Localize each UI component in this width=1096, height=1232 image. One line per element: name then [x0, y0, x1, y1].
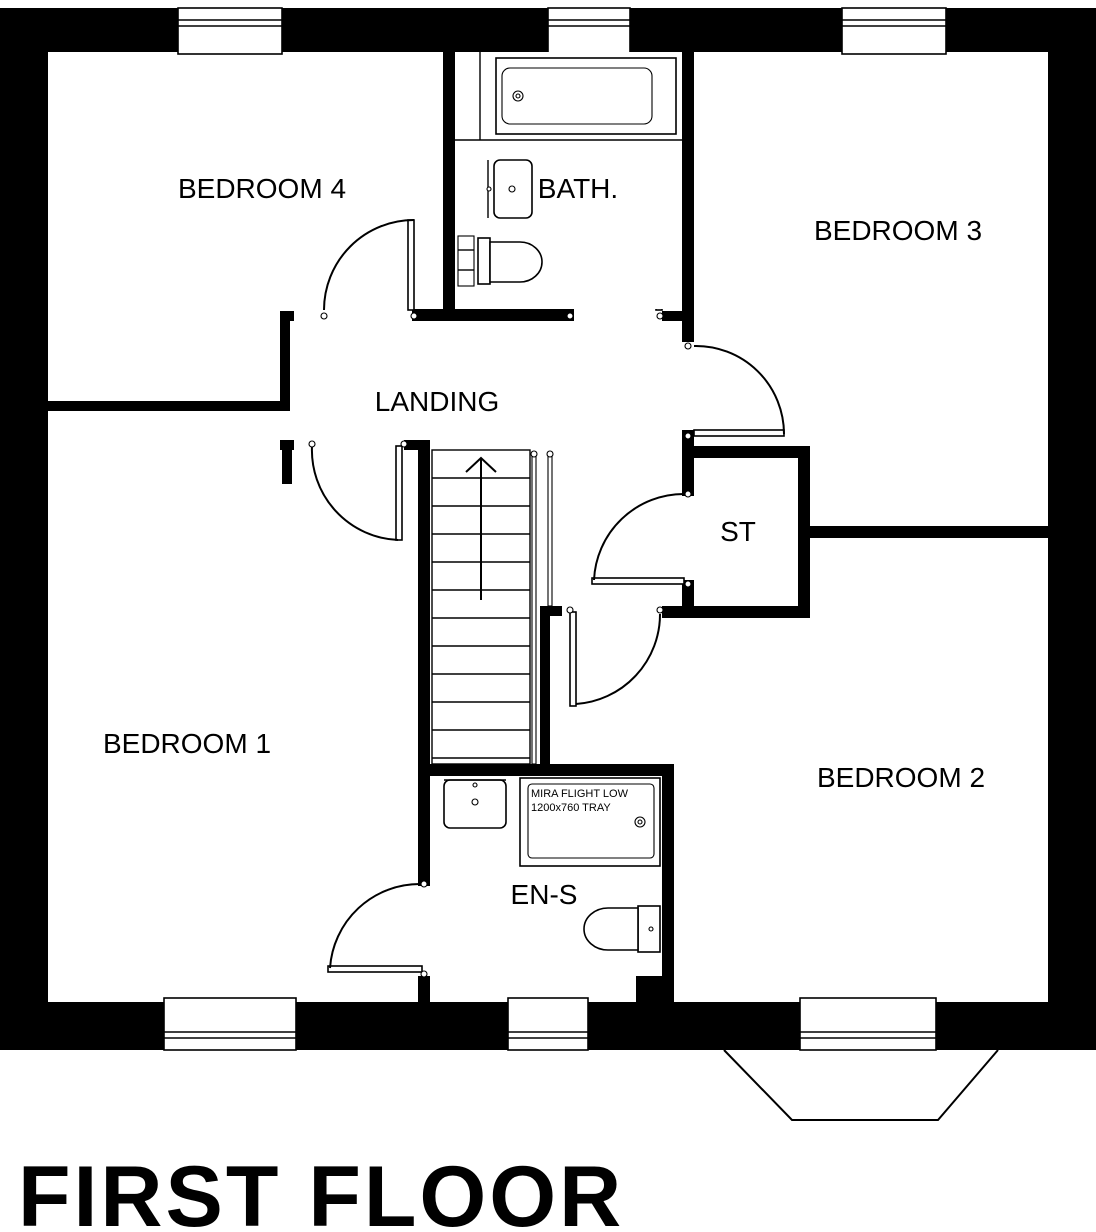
room-labels: BEDROOM 4 BATH. BEDROOM 3 LANDING ST BED… — [103, 173, 985, 910]
label-landing: LANDING — [375, 386, 499, 417]
floor-title: FIRST FLOOR — [18, 1149, 624, 1232]
window-bedroom3 — [841, 7, 947, 55]
bay-window — [723, 1049, 999, 1121]
label-bedroom3: BEDROOM 3 — [814, 215, 982, 246]
label-bedroom1: BEDROOM 1 — [103, 728, 271, 759]
window-bedroom4 — [177, 7, 283, 55]
ensuite-toilet-bowl — [583, 907, 639, 951]
window-bedroom1 — [163, 997, 297, 1051]
label-bedroom2: BEDROOM 2 — [817, 762, 985, 793]
label-bath: BATH. — [538, 173, 618, 204]
door-bedroom4 — [320, 219, 418, 320]
door-ensuite — [327, 880, 428, 978]
window-bedroom2 — [799, 997, 937, 1051]
staircase — [431, 449, 554, 765]
windows — [163, 7, 999, 1121]
door-store — [591, 490, 692, 588]
window-ensuite — [507, 997, 589, 1051]
door-bedroom1 — [308, 440, 408, 541]
label-shower-tray-line2: 1200x760 TRAY — [531, 802, 611, 814]
bath-fittings — [455, 52, 682, 309]
window-bath — [547, 7, 631, 55]
door-bedroom2 — [566, 606, 664, 707]
bath-toilet-cistern — [477, 237, 491, 285]
label-store: ST — [720, 516, 756, 547]
bath-toilet-bowl — [489, 241, 543, 283]
internal-walls — [48, 52, 1048, 1004]
label-shower-tray-line1: MIRA FLIGHT LOW — [531, 788, 629, 800]
door-bedroom3 — [684, 342, 785, 440]
ensuite-fittings — [443, 777, 661, 953]
label-ensuite: EN-S — [511, 879, 578, 910]
label-bedroom4: BEDROOM 4 — [178, 173, 346, 204]
